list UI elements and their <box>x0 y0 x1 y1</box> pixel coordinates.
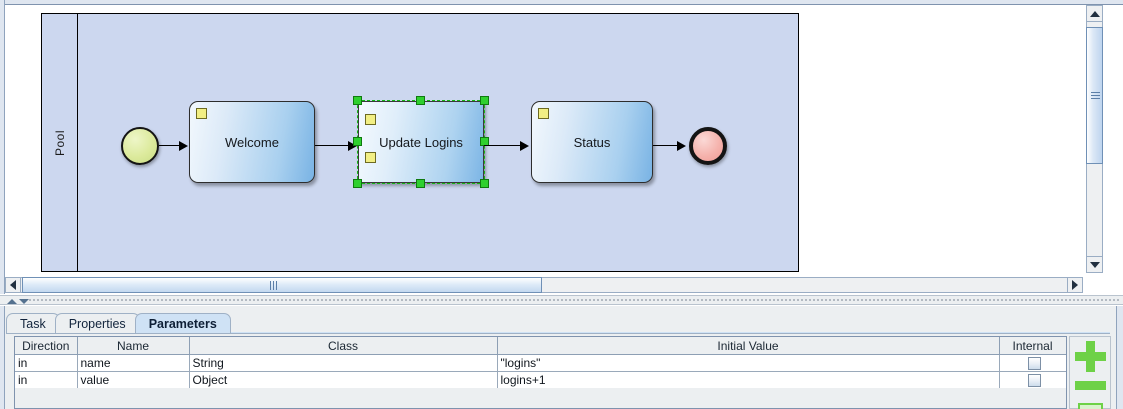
internal-checkbox[interactable] <box>1027 357 1041 371</box>
connector-welcome-to-update[interactable] <box>315 145 350 146</box>
task-label: Status <box>573 134 611 150</box>
edit-parameter-button[interactable] <box>1078 403 1103 409</box>
table-empty-area <box>15 388 1066 408</box>
cell-direction[interactable]: in <box>15 371 78 389</box>
tab-underline <box>6 332 1110 334</box>
vertical-scroll-thumb[interactable] <box>1086 27 1103 164</box>
arrowhead-icon <box>179 141 188 151</box>
table-header-row: Direction Name Class Initial Value Inter… <box>15 337 1066 355</box>
connector-update-to-status[interactable] <box>484 145 522 146</box>
task-node-update-logins[interactable]: Update Logins <box>353 96 489 188</box>
triangle-left-icon <box>10 280 16 290</box>
scroll-up-button[interactable] <box>1086 5 1103 22</box>
column-header-class[interactable]: Class <box>189 337 498 355</box>
resize-handle-w[interactable] <box>353 137 362 146</box>
task-node-welcome[interactable]: Welcome <box>189 101 315 183</box>
task-label: Welcome <box>225 134 279 150</box>
tab-properties[interactable]: Properties <box>54 313 140 333</box>
resize-handle-sw[interactable] <box>353 179 362 188</box>
panel-tab-bar: Task Properties Parameters <box>6 312 231 333</box>
arrowhead-icon <box>520 141 529 151</box>
panel-left-edge <box>0 306 5 409</box>
remove-parameter-button[interactable] <box>1075 381 1106 390</box>
port-marker-icon <box>365 152 376 163</box>
panel-left-edge <box>0 0 5 294</box>
add-parameter-button[interactable] <box>1075 341 1106 372</box>
cell-internal[interactable] <box>999 354 1066 372</box>
table-action-buttons <box>1069 336 1111 409</box>
start-event-node[interactable] <box>121 127 159 165</box>
connector-status-to-end[interactable] <box>653 145 680 146</box>
cell-class[interactable]: Object <box>189 371 498 389</box>
table-row[interactable]: in value Object logins+1 <box>15 371 1066 389</box>
arrowhead-icon <box>677 141 686 151</box>
task-node-status[interactable]: Status <box>531 101 653 183</box>
resize-handle-s[interactable] <box>416 179 425 188</box>
cell-initial-value[interactable]: "logins" <box>497 354 1000 372</box>
scroll-down-button[interactable] <box>1086 256 1103 273</box>
arrowhead-icon <box>348 141 357 151</box>
pool-container[interactable]: Pool <box>41 13 799 272</box>
resize-handle-ne[interactable] <box>480 96 489 105</box>
resize-handle-n[interactable] <box>416 96 425 105</box>
cell-class[interactable]: String <box>189 354 498 372</box>
task-label: Update Logins <box>379 134 463 150</box>
cell-name[interactable]: value <box>77 371 190 389</box>
horizontal-scroll-thumb[interactable] <box>22 277 542 293</box>
cell-name[interactable]: name <box>77 354 190 372</box>
port-marker-icon <box>365 114 376 125</box>
collapse-up-icon[interactable] <box>7 299 17 304</box>
resize-handle-nw[interactable] <box>353 96 362 105</box>
divider-grip <box>28 299 1119 301</box>
parameters-table[interactable]: Direction Name Class Initial Value Inter… <box>14 336 1067 409</box>
collapse-down-icon[interactable] <box>19 299 29 304</box>
cell-initial-value[interactable]: logins+1 <box>497 371 1000 389</box>
column-header-name[interactable]: Name <box>77 337 190 355</box>
connector-start-to-welcome[interactable] <box>159 145 181 146</box>
tab-parameters[interactable]: Parameters <box>134 313 231 333</box>
scroll-right-button[interactable] <box>1067 277 1083 293</box>
diagram-editor-panel: Pool Welcome Update Logins <box>0 0 1123 294</box>
column-header-internal[interactable]: Internal <box>999 337 1066 355</box>
tab-task[interactable]: Task <box>6 313 60 333</box>
port-marker-icon <box>196 108 207 119</box>
port-marker-icon <box>538 108 549 119</box>
table-row[interactable]: in name String "logins" <box>15 354 1066 372</box>
cell-direction[interactable]: in <box>15 354 78 372</box>
column-header-initial-value[interactable]: Initial Value <box>497 337 1000 355</box>
triangle-down-icon <box>1089 261 1100 268</box>
diagram-canvas[interactable]: Pool Welcome Update Logins <box>5 5 1083 273</box>
column-header-direction[interactable]: Direction <box>15 337 78 355</box>
triangle-right-icon <box>1072 280 1078 290</box>
pool-header[interactable]: Pool <box>42 14 78 271</box>
end-event-node[interactable] <box>689 127 727 165</box>
panel-right-edge <box>1116 306 1123 409</box>
cell-internal[interactable] <box>999 371 1066 389</box>
internal-checkbox[interactable] <box>1027 374 1041 388</box>
pool-label: Pool <box>52 129 67 156</box>
resize-handle-se[interactable] <box>480 179 489 188</box>
scroll-left-button[interactable] <box>5 277 21 293</box>
panel-top-edge <box>0 0 1123 5</box>
triangle-up-icon <box>1089 10 1100 17</box>
